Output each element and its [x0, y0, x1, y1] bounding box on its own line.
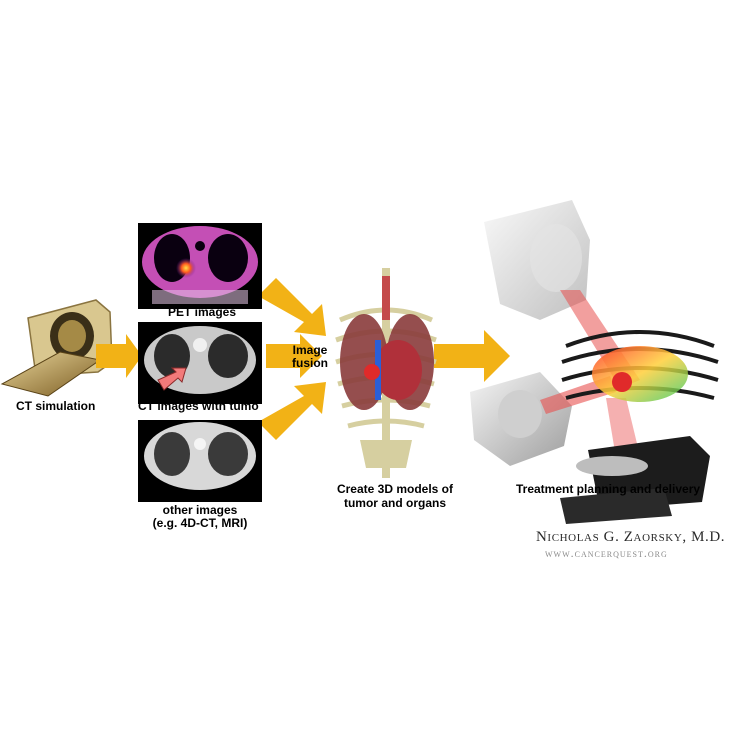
- label-image-fusion-line2: fusion: [292, 356, 328, 370]
- label-ct-images: CT images with tumo: [138, 399, 259, 413]
- label-image-fusion: Image fusion: [286, 344, 334, 370]
- arrow-pet-to-fusion: [258, 278, 326, 336]
- arrow-other-to-fusion: [258, 382, 326, 440]
- treatment-delivery-illustration: [470, 200, 719, 524]
- label-other-images: other images (e.g. 4D-CT, MRI): [134, 504, 266, 530]
- label-treatment: Treatment planning and delivery: [516, 482, 701, 496]
- pet-image-panel: [138, 223, 262, 309]
- credit-author: Nicholas G. Zaorsky, M.D.: [536, 529, 725, 545]
- tumor-marker: [364, 364, 380, 380]
- ct-image-panel: [138, 322, 262, 404]
- credit-website: www.cancerquest.org: [545, 546, 668, 560]
- arrow-model-to-treatment: [434, 330, 510, 382]
- arrow-ct-to-images: [96, 334, 142, 378]
- label-image-fusion-line1: Image: [292, 343, 328, 357]
- 3d-organ-model: [335, 268, 437, 478]
- label-pet-images: PET images: [168, 305, 237, 319]
- arrow-ct-to-fusion: [266, 334, 322, 378]
- other-image-panel: [138, 420, 262, 502]
- label-create-models: Create 3D models of tumor and organs: [320, 482, 470, 510]
- ct-scanner-illustration: [0, 299, 113, 397]
- label-other-images-line1: other images: [162, 503, 238, 517]
- arrows: [96, 278, 510, 440]
- ribcage-model: [561, 330, 719, 402]
- tumor-pointer-arrow: [157, 367, 187, 391]
- label-other-images-line2: (e.g. 4D-CT, MRI): [152, 516, 248, 530]
- label-create-models-line1: Create 3D models of: [336, 482, 454, 496]
- label-ct-simulation: CT simulation: [16, 399, 96, 413]
- credit-block: Nicholas G. Zaorsky, M.D. www.cancerques…: [536, 529, 725, 560]
- beam-bottom: [606, 398, 640, 458]
- label-create-models-line2: tumor and organs: [343, 496, 446, 510]
